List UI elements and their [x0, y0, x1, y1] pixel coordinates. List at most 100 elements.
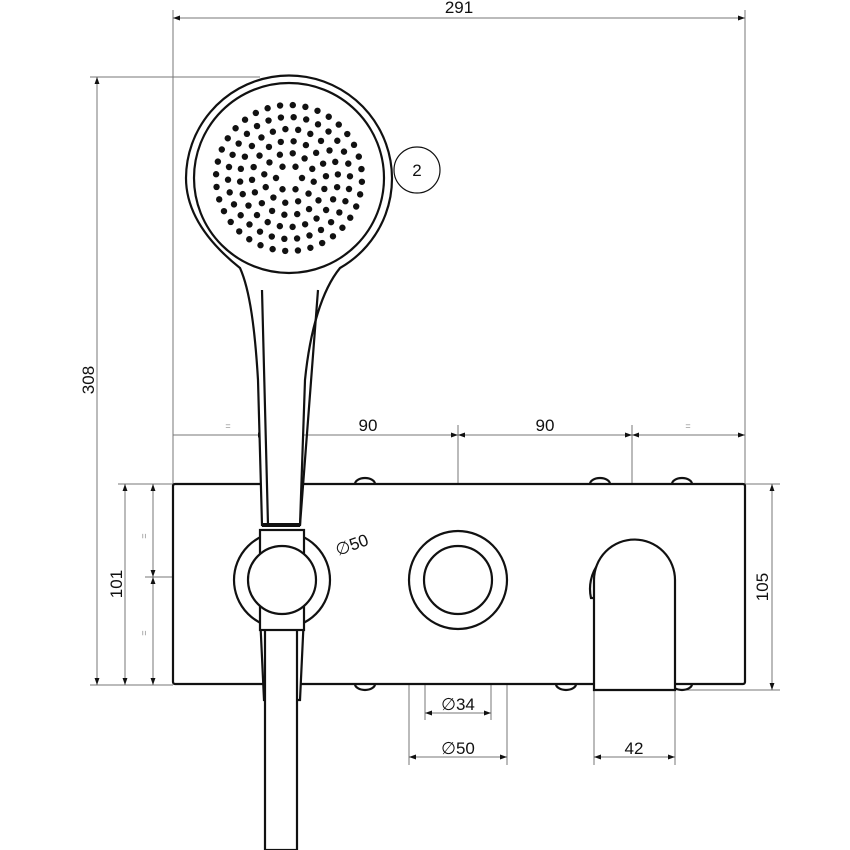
spray-hole [289, 101, 296, 109]
spray-hole [243, 130, 251, 138]
spray-hole [246, 221, 253, 228]
spray-hole [302, 116, 310, 123]
spray-hole [358, 165, 365, 173]
spray-hole [241, 153, 249, 160]
dim-knob-outer: ∅50 [441, 739, 475, 758]
spray-hole [292, 163, 299, 170]
dim-plate-height-right: 105 [753, 573, 772, 601]
spray-hole [302, 141, 310, 149]
dim-equal-upper: = [139, 533, 149, 538]
spray-hole [262, 183, 269, 191]
spray-hole [282, 199, 289, 206]
spray-hole [276, 151, 284, 158]
dim-spacing-1: 90 [359, 416, 378, 435]
spray-hole [319, 160, 327, 167]
spray-hole [269, 245, 276, 253]
spray-hole [268, 207, 276, 215]
spray-hole [344, 130, 351, 138]
spray-hole [220, 207, 228, 215]
spray-hole [289, 150, 296, 157]
spray-hole [293, 235, 301, 242]
spray-hole [301, 221, 309, 228]
spray-hole [277, 138, 284, 146]
spray-hole [314, 121, 322, 128]
spray-hole [317, 137, 325, 145]
spray-hole [282, 247, 289, 255]
spray-hole [333, 183, 341, 191]
spray-hole [230, 201, 238, 208]
spray-hole [345, 160, 352, 167]
spray-hole [239, 190, 246, 198]
spray-hole [229, 151, 236, 158]
spray-hole [289, 223, 296, 231]
spray-hole [281, 235, 288, 243]
spray-hole [213, 183, 220, 191]
spray-hole [329, 233, 337, 240]
spray-hole [307, 130, 314, 138]
spray-hole [306, 232, 313, 239]
spray-hole [236, 228, 243, 235]
dim-equal-lower: = [139, 630, 149, 635]
spray-hole [237, 165, 245, 173]
spray-hole [256, 152, 263, 159]
spray-hole [224, 135, 231, 142]
spray-hole [336, 209, 343, 216]
spray-holes [212, 101, 366, 255]
spray-hole [276, 102, 284, 109]
spray-hole [313, 215, 320, 222]
dim-overall-width: 291 [445, 0, 473, 17]
spray-hole [248, 176, 256, 184]
spray-hole [218, 146, 225, 153]
spray-hole [350, 141, 358, 149]
spray-hole [226, 189, 233, 196]
spray-hole [356, 191, 364, 198]
spray-hole [314, 107, 321, 114]
callout-2: 2 [393, 146, 441, 194]
spray-hole [276, 222, 284, 230]
spray-hole [309, 165, 316, 173]
spray-hole [358, 178, 366, 185]
spray-hole [268, 233, 276, 240]
spray-hole [237, 212, 244, 219]
spray-hole [270, 194, 277, 201]
spray-hole [241, 116, 249, 123]
spray-hole [321, 185, 328, 193]
spray-hole [310, 178, 317, 185]
spray-hole [325, 113, 332, 120]
dim-equal-left: = [225, 421, 230, 431]
spray-hole [264, 218, 271, 226]
spray-hole [294, 198, 302, 205]
spray-hole [269, 128, 277, 135]
dim-plate-height-left: 101 [107, 570, 126, 598]
spray-hole [235, 140, 242, 147]
spray-hole [302, 103, 309, 111]
spray-hole [236, 178, 244, 185]
spray-hole [264, 105, 271, 112]
dim-equal-right: = [685, 421, 690, 431]
spray-hole [279, 163, 286, 170]
dim-spacing-2: 90 [536, 416, 555, 435]
spray-hole [292, 186, 299, 193]
spray-hole [315, 197, 322, 204]
spray-hole [346, 173, 354, 180]
spray-hole [305, 190, 312, 197]
spray-hole [298, 174, 306, 182]
hand-shower [184, 74, 394, 527]
spray-hole [216, 196, 223, 203]
spray-hole [253, 211, 261, 219]
spray-hole [335, 121, 342, 128]
spray-hole [301, 155, 308, 162]
spray-hole [251, 189, 259, 196]
spray-hole [307, 244, 314, 251]
spray-hole [256, 228, 264, 235]
spray-hole [224, 176, 232, 183]
spray-hole [253, 122, 261, 130]
spray-hole [225, 163, 233, 171]
diverter-knob [407, 529, 509, 631]
spray-hole [282, 125, 289, 133]
spray-hole [345, 185, 353, 193]
spray-hole [290, 113, 297, 121]
spray-hole [317, 226, 325, 234]
spray-hole [214, 158, 222, 165]
